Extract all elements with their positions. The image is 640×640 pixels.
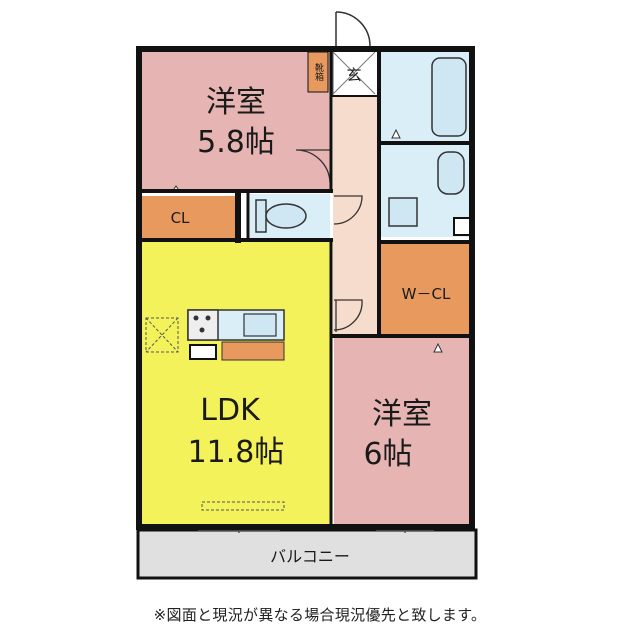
sink-icon	[243, 313, 277, 337]
door-swing-icon	[333, 299, 363, 331]
balcony-area	[136, 528, 478, 580]
door-marker-icon	[433, 342, 443, 353]
pipe-shaft	[453, 217, 471, 236]
washing-machine-icon	[388, 197, 418, 227]
door-marker-icon	[391, 128, 401, 139]
refrigerator-space	[145, 317, 179, 353]
ldk-room	[140, 242, 330, 527]
toilet-icon	[255, 199, 307, 233]
floor-plan: バルコニー 洋室 5.8帖 靴箱 玄 CL LDK 11.8帖	[136, 11, 478, 580]
disclaimer-note: ※図面と現況が異なる場合現況優先と致します。	[153, 606, 487, 624]
closet-label: CL	[171, 209, 190, 227]
walls	[136, 46, 475, 530]
bathtub-icon	[431, 57, 467, 137]
western-room-2-size: 6帖	[363, 437, 412, 472]
hallway	[333, 96, 378, 336]
walk-in-closet	[381, 244, 471, 334]
ldk-name: LDK	[200, 393, 261, 428]
western-room-2	[334, 336, 471, 527]
shoe-box-label: 靴箱	[313, 62, 324, 82]
western-room-1	[140, 50, 330, 190]
entrance-door-icon	[335, 11, 371, 47]
floor-heating-mark	[201, 501, 285, 511]
ldk-size: 11.8帖	[188, 435, 285, 470]
balcony-label: バルコニー	[270, 547, 350, 566]
stove-burner-icon	[193, 315, 199, 321]
door-swing-icon	[333, 195, 363, 225]
western-room-1-size: 5.8帖	[197, 125, 275, 160]
stove-burner-icon	[205, 315, 211, 321]
entrance-label: 玄	[346, 66, 361, 84]
closet	[140, 196, 236, 238]
washbasin-icon	[437, 151, 465, 195]
western-room-1-name: 洋室	[206, 85, 266, 120]
walk-in-closet-label: W－CL	[402, 285, 451, 303]
pipe-shaft-kitchen	[189, 344, 217, 360]
stove-burner-icon	[199, 327, 205, 333]
kitchen-counter	[187, 309, 285, 361]
western-room-2-name: 洋室	[372, 397, 432, 432]
door-swing-icon	[295, 149, 331, 183]
